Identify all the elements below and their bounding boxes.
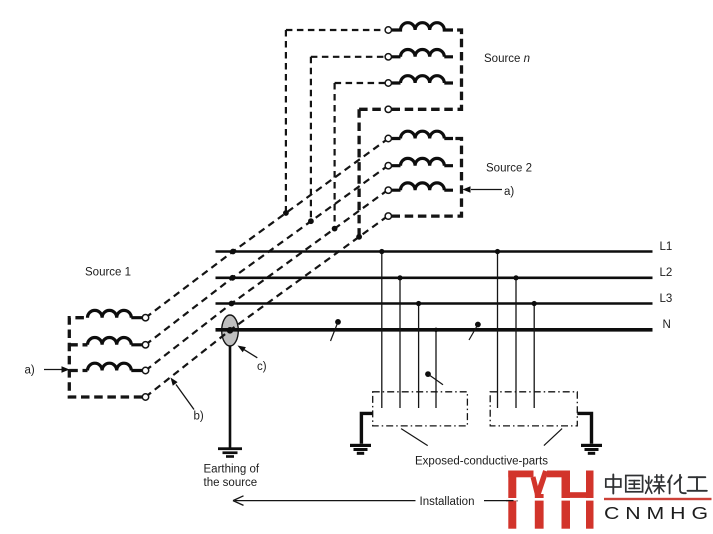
svg-text:L2: L2: [660, 267, 673, 279]
svg-text:a): a): [25, 365, 35, 377]
svg-text:Source 2: Source 2: [486, 162, 532, 174]
svg-text:N: N: [663, 319, 671, 331]
svg-text:a): a): [504, 186, 514, 198]
svg-text:Source 1: Source 1: [85, 267, 131, 279]
svg-text:L1: L1: [660, 241, 673, 253]
svg-text:c): c): [257, 361, 267, 373]
svg-text:L3: L3: [660, 293, 673, 305]
svg-text:Installation: Installation: [420, 496, 475, 508]
svg-text:Exposed-conductive-parts: Exposed-conductive-parts: [415, 456, 548, 468]
svg-text:Source n: Source n: [484, 53, 530, 65]
svg-text:C N M H G: C N M H G: [604, 503, 708, 523]
svg-text:Earthing of: Earthing of: [204, 464, 260, 476]
svg-text:the source: the source: [204, 477, 258, 489]
svg-text:b): b): [194, 411, 204, 423]
